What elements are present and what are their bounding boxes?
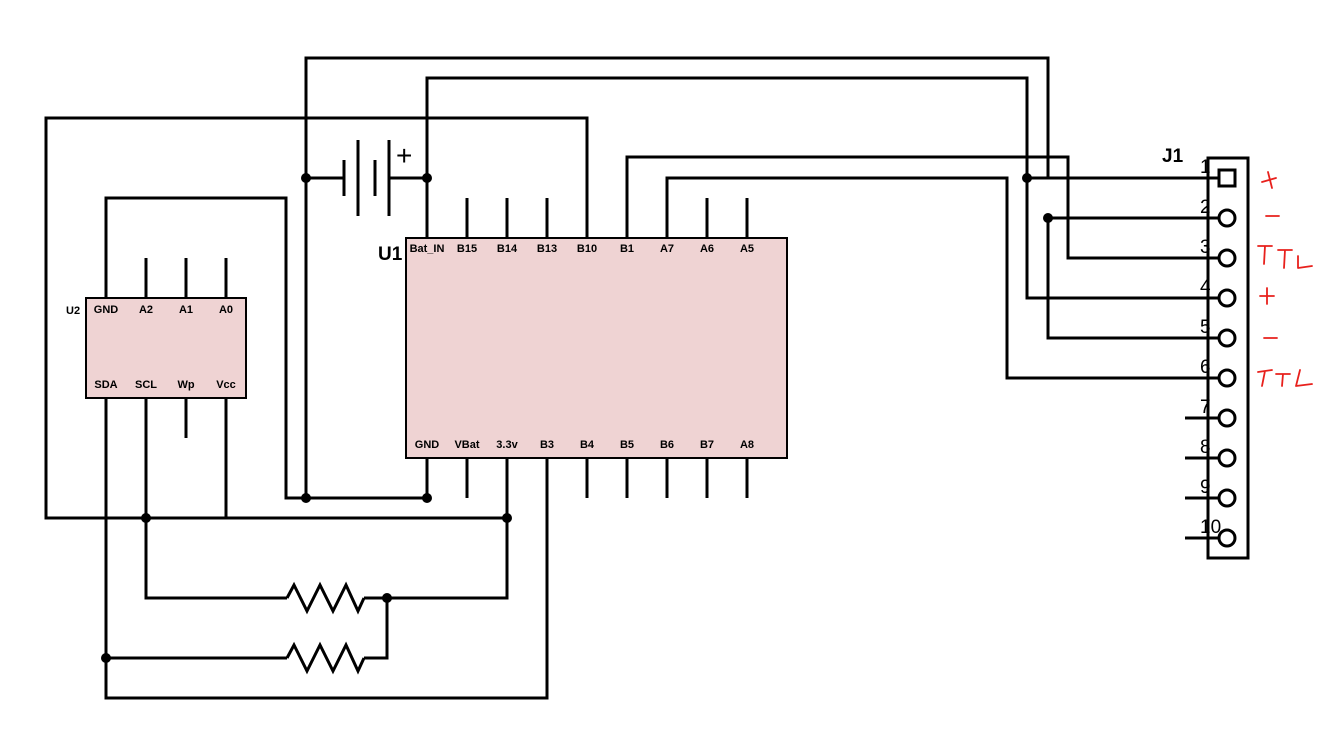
u2-pin-label-wp: Wp (177, 379, 194, 391)
u1-pin-label-3-3v: 3.3v (496, 439, 518, 451)
u1-chip: U1 Bat_IN B15 B14 B13 B10 B1 A7 A6 A5 GND VBat 3.3… (378, 198, 788, 498)
j1-pin-number: 8 (1200, 437, 1211, 458)
u2-pin-label-a1: A1 (179, 304, 193, 316)
j1-ref: J1 (1162, 146, 1184, 167)
handwritten-annotation-icon (1257, 171, 1313, 387)
j1-pin-number: 3 (1200, 237, 1211, 258)
u1-pin-label-b6: B6 (660, 439, 674, 451)
u1-pin-label-a5: A5 (740, 243, 754, 255)
u2-pin-label-gnd: GND (94, 304, 119, 316)
u1-pin-label-b7: B7 (700, 439, 714, 451)
u2-top-pin-lines (144, 258, 228, 298)
u1-pin-label-b5: B5 (620, 439, 634, 451)
j1-pin-number: 1 (1200, 157, 1211, 178)
u2-pin-label-vcc: Vcc (216, 379, 236, 391)
u1-pin-label-bat-in: Bat_IN (410, 243, 445, 255)
j1-pin-number: 5 (1200, 317, 1211, 338)
j1-pin-number: 7 (1200, 397, 1211, 418)
u2-pin-label-sda: SDA (94, 379, 117, 391)
battery-icon: + (342, 140, 412, 216)
j1-pin-round-pad (1217, 488, 1237, 508)
j1-pin-round-pad (1217, 208, 1237, 228)
u1-pin-label-b15: B15 (457, 243, 477, 255)
resistor-icon (285, 581, 366, 615)
u2-pin-label-a0: A0 (219, 304, 233, 316)
u1-pin-label-b1: B1 (620, 243, 634, 255)
u1-body (405, 237, 788, 459)
u2-body (85, 297, 247, 399)
battery-plus-label: + (396, 140, 412, 171)
j1-pin-round-pad (1217, 248, 1237, 268)
junction-dots (101, 173, 1053, 663)
u2-pin-label-a2: A2 (139, 304, 153, 316)
u1-pin-label-gnd: GND (415, 439, 440, 451)
j1-pin-number: 4 (1200, 277, 1211, 298)
j1-pin-number: 10 (1200, 517, 1221, 538)
j1-pin-round-pad (1217, 528, 1237, 548)
u1-pin-label-a7: A7 (660, 243, 674, 255)
wires (44, 56, 1208, 700)
j1-pin-square-pad (1217, 168, 1237, 188)
j1-pin-round-pad (1217, 408, 1237, 428)
u1-pin-label-b13: B13 (537, 243, 557, 255)
u1-pin-label-b14: B14 (497, 243, 518, 255)
j1-pin-round-pad (1217, 328, 1237, 348)
j1-pin-number: 2 (1200, 197, 1211, 218)
u2-pin-label-scl: SCL (135, 379, 157, 391)
u1-pin-label-b4: B4 (580, 439, 595, 451)
u1-top-pin-lines (425, 198, 749, 238)
u1-pin-label-vbat: VBat (454, 439, 479, 451)
u1-bottom-pin-lines (425, 458, 749, 498)
j1-pin-round-pad (1217, 368, 1237, 388)
u2-chip: U2 GND A2 A1 A0 SDA SCL Wp Vcc (66, 258, 247, 438)
u1-pin-label-b3: B3 (540, 439, 554, 451)
j1-pin-number: 6 (1200, 357, 1211, 378)
u1-pin-label-a6: A6 (700, 243, 714, 255)
j1-connector: J1 1 2 3 4 5 6 7 8 9 10 (1162, 146, 1250, 560)
u2-ref: U2 (66, 305, 80, 317)
j1-pin-round-pad (1217, 448, 1237, 468)
j1-pin-number: 9 (1200, 477, 1211, 498)
j1-pin-round-pad (1217, 288, 1237, 308)
resistor-icon (285, 641, 366, 675)
u1-pin-label-a8: A8 (740, 439, 754, 451)
u1-ref: U1 (378, 244, 403, 265)
u1-pin-label-b10: B10 (577, 243, 597, 255)
